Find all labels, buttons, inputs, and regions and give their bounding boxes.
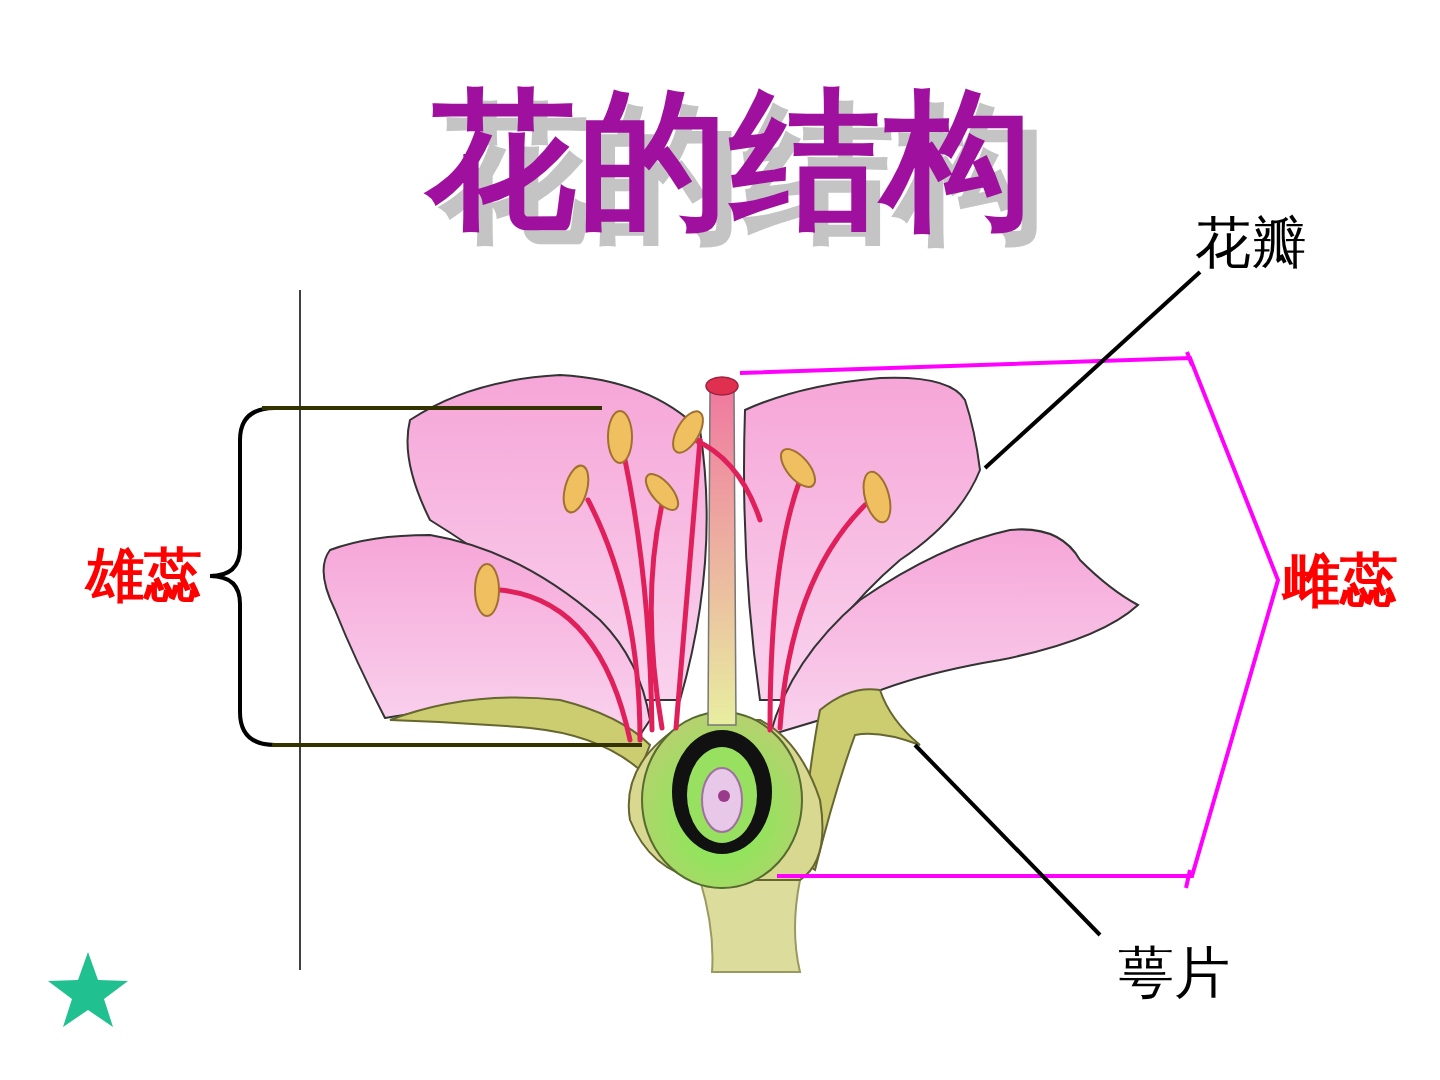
leader-line [985,272,1200,468]
ovary [642,712,802,888]
part-label: 花瓣 [1195,215,1307,271]
stamen-bracket [210,408,275,745]
stamen-bracket-bottom [272,743,642,747]
ovary-wall [672,730,772,854]
guide-line [299,290,301,970]
pistil-bracket [740,358,1278,876]
part-label: 萼片 [1118,945,1230,1001]
ovule [702,768,742,832]
part-label: 雌蕊 [1282,551,1398,609]
stalk [700,880,800,972]
pistil-bracket-tick [1186,870,1190,888]
ovary-cavity [687,747,757,843]
diagram-title: 花的结构 [426,85,1034,235]
part-label: 雄蕊 [86,546,202,604]
star-icon [48,952,128,1027]
style [708,392,736,725]
pistil-bracket-tick [1187,352,1192,365]
stamen-bracket-top [262,406,602,410]
sepal [390,698,650,771]
filaments [500,440,865,740]
leader-line [915,745,1100,935]
anthers [475,407,895,616]
stigma [706,377,738,395]
egg-cell [718,790,730,802]
